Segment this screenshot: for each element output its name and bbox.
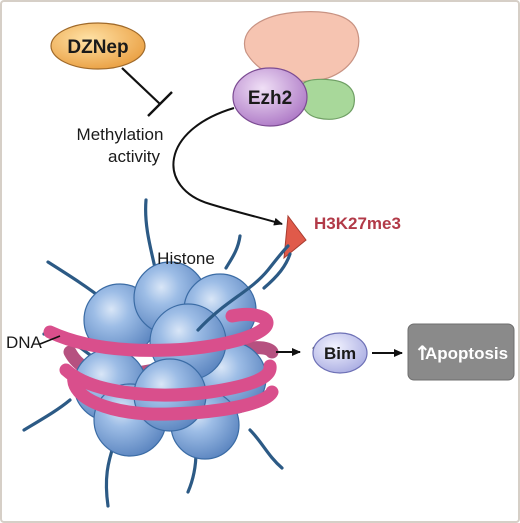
activity-label-line1: Methylation — [77, 125, 164, 144]
histone-octamer — [73, 261, 267, 460]
dznep-label: DZNep — [67, 37, 128, 58]
activity-label-line2: activity — [108, 147, 160, 166]
h3k27me3-label: H3K27me3 — [314, 214, 401, 233]
ezh2-partner-green — [299, 78, 355, 120]
ezh2-body — [232, 67, 308, 127]
bim-label: Bim — [324, 344, 356, 363]
dna-label-leader — [39, 335, 61, 345]
ezh2-complex: Ezh2 — [232, 11, 360, 127]
apoptosis-label: Apoptosis — [425, 344, 508, 363]
ezh2-label: Ezh2 — [248, 88, 292, 109]
apoptosis-up-arrow: ↑ — [414, 341, 431, 365]
histone-label: Histone — [157, 249, 215, 268]
inhibition-arrow — [121, 67, 173, 117]
dna-front-wraps — [43, 307, 279, 421]
dznep-node: DZNep — [50, 22, 146, 70]
bim-node: Bim — [312, 332, 368, 374]
dna-label: DNA — [6, 333, 43, 352]
histone-h3-tail — [196, 244, 290, 332]
apoptosis-box: ↑ Apoptosis — [407, 323, 515, 381]
h3k27me3-mark: H3K27me3 — [283, 214, 401, 260]
methylation-arrow — [172, 107, 283, 226]
